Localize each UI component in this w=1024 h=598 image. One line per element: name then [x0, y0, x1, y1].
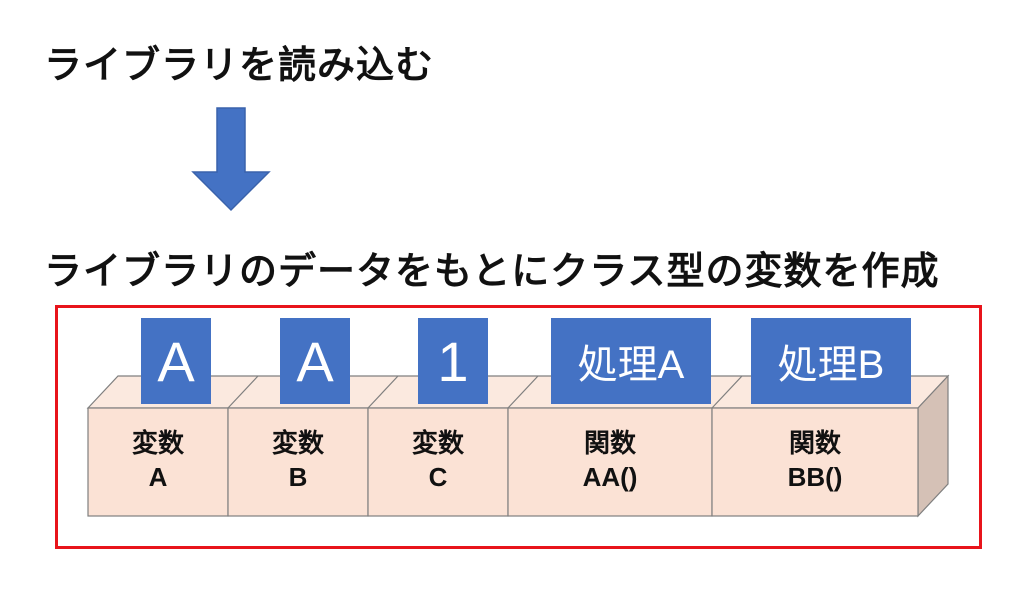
cell-name: BB(): [787, 462, 843, 492]
member-cell-function-aa: [507, 407, 713, 517]
value-tag-process-a: 処理A: [551, 318, 711, 404]
cell-label-variable-b: 変数 B: [228, 426, 368, 494]
member-cell-variable-a: [87, 407, 229, 517]
value-tag-a: A: [141, 318, 211, 404]
cell-label-variable-c: 変数 C: [368, 426, 508, 494]
cell-kind: 変数: [131, 428, 184, 458]
cell-name: A: [148, 462, 168, 492]
cell-name: B: [288, 462, 308, 492]
cell-label-function-aa: 関数 AA(): [508, 426, 712, 494]
heading-create-class-variable: ライブラリのデータをもとにクラス型の変数を作成: [44, 249, 940, 293]
value-tag-b: A: [280, 318, 350, 404]
cell-kind: 変数: [411, 428, 464, 458]
cell-name: C: [428, 462, 448, 492]
value-tag-process-b: 処理B: [751, 318, 911, 404]
cell-label-function-bb: 関数 BB(): [712, 426, 918, 494]
cell-kind: 変数: [271, 428, 324, 458]
value-tag-c: 1: [418, 318, 488, 404]
cell-name: AA(): [582, 462, 638, 492]
heading-load-library: ライブラリを読み込む: [44, 43, 435, 87]
cell-kind: 関数: [583, 428, 636, 458]
cell-kind: 関数: [788, 428, 841, 458]
member-cell-function-bb: [711, 407, 919, 517]
member-cell-variable-b: [227, 407, 369, 517]
class-instance-frame: [55, 305, 982, 549]
member-cell-variable-c: [367, 407, 509, 517]
cell-label-variable-a: 変数 A: [88, 426, 228, 494]
